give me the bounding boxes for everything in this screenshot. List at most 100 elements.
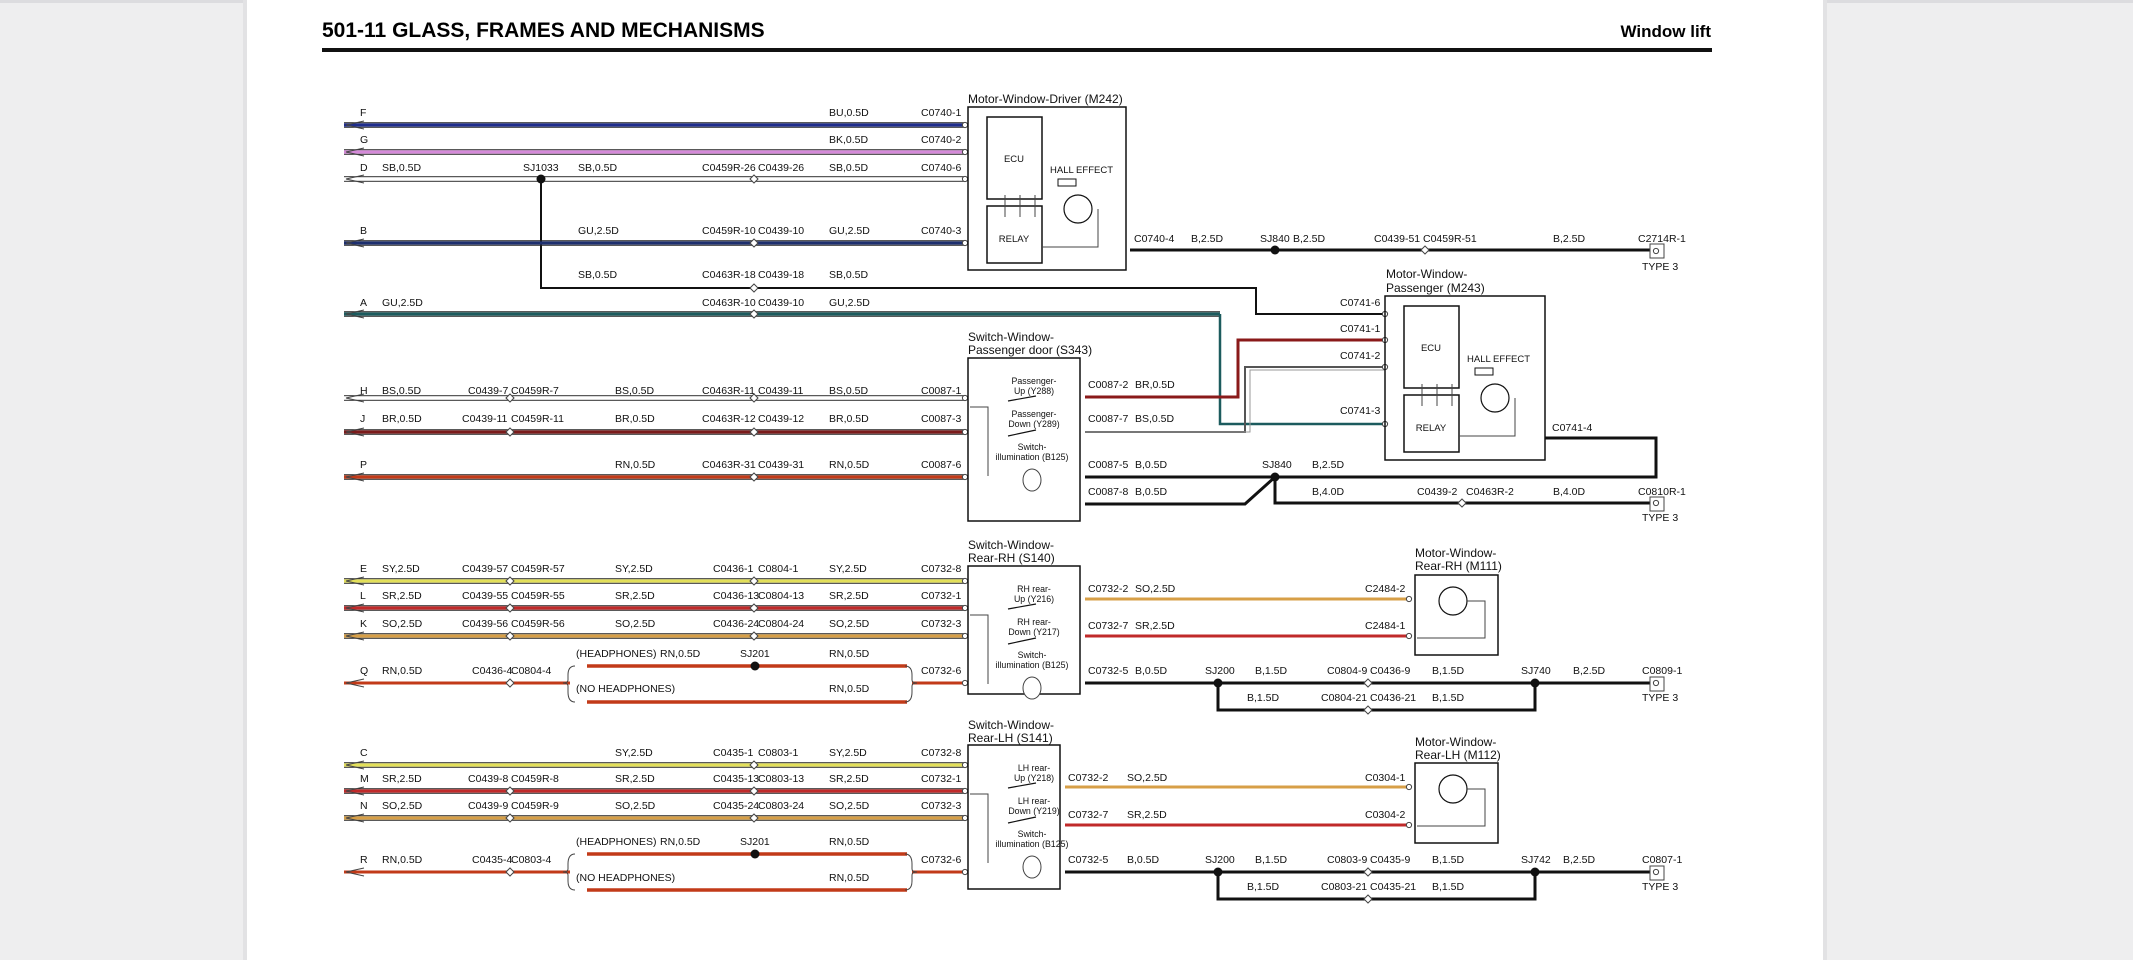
- lamp-symbol: [1022, 855, 1042, 879]
- wire-label: B,4.0D: [1312, 486, 1345, 498]
- harness-arrow: [345, 603, 365, 613]
- wire-label: C0439-2: [1417, 486, 1457, 498]
- wire-label: C0741-4: [1552, 422, 1592, 434]
- wire-letter: H: [360, 385, 368, 397]
- connector-pin: [961, 761, 969, 769]
- inline-connector: [749, 427, 759, 437]
- wire-label: C0741-3: [1340, 405, 1380, 417]
- wire-label: SB,0.5D: [578, 162, 618, 174]
- switch-down-label: Down (Y217): [1008, 627, 1059, 637]
- hall-sensor-symbol: [1474, 367, 1494, 376]
- switch-up-label: LH rear-: [1018, 763, 1050, 773]
- wire-label: B,1.5D: [1247, 692, 1280, 704]
- wire-label: C0740-3: [921, 225, 961, 237]
- wire-label: B,1.5D: [1432, 854, 1465, 866]
- header-rule: [322, 48, 1712, 52]
- wire-label: C0463R-31: [702, 459, 756, 471]
- wire-label: C0435-13: [713, 773, 759, 785]
- wire-label: C0436-9: [1370, 665, 1410, 677]
- wire-label: RN,0.5D: [829, 683, 870, 695]
- connector-pin: [961, 868, 969, 876]
- harness-arrow: [345, 813, 365, 823]
- wire-label: TYPE 3: [1642, 881, 1678, 893]
- relay-label: RELAY: [1416, 423, 1447, 434]
- wire-label: B,2.5D: [1293, 233, 1326, 245]
- connector-pin: [961, 473, 969, 481]
- wire-label: C0439-31: [758, 459, 804, 471]
- wire-label: SB,0.5D: [829, 162, 869, 174]
- component-title: Switch-Window-: [968, 538, 1054, 552]
- wire-label: C0804-9: [1327, 665, 1367, 677]
- section-title: Window lift: [1621, 22, 1712, 41]
- wire-label: SY,2.5D: [615, 747, 653, 759]
- wire-label: C0803-1: [758, 747, 798, 759]
- switch-down-label: Down (Y219): [1008, 806, 1059, 816]
- wire-label: (HEADPHONES): [576, 836, 657, 848]
- wire-label: C2484-2: [1365, 583, 1405, 595]
- wire-label: B,0.5D: [1127, 854, 1160, 866]
- motor-symbol: [1438, 586, 1468, 616]
- wire-label: B,1.5D: [1255, 854, 1288, 866]
- wire-letter: E: [360, 563, 367, 575]
- switch-window-rear-lh: [967, 744, 1061, 890]
- harness-arrow: [345, 786, 365, 796]
- type3-terminal: [1649, 243, 1665, 259]
- wire-label: SJ1033: [523, 162, 559, 174]
- wire-label: B,0.5D: [1135, 665, 1168, 677]
- hall-effect-label: HALL EFFECT: [1467, 354, 1530, 365]
- wire-label: C0436-1: [713, 563, 753, 575]
- wire-s343-down-b: [1085, 369, 1385, 433]
- wire-label: SJ200: [1205, 854, 1235, 866]
- wire-label: GU,2.5D: [578, 225, 619, 237]
- ecu-label: ECU: [1421, 343, 1441, 354]
- wire-label: C0732-6: [921, 665, 961, 677]
- type3-terminal: [1649, 676, 1665, 692]
- wire-label: SR,2.5D: [615, 590, 655, 602]
- wire-label: C0741-6: [1340, 297, 1380, 309]
- inline-connector: [505, 603, 515, 613]
- wire-label: RN,0.5D: [660, 836, 701, 848]
- wire-label: C0439-11: [462, 413, 507, 425]
- wire-label: GU,2.5D: [829, 225, 870, 237]
- wire-label: B,1.5D: [1432, 665, 1465, 677]
- wire-s140-loop: [1216, 683, 1537, 712]
- lamp-symbol: [1022, 468, 1042, 492]
- wire-label: B,4.0D: [1553, 486, 1586, 498]
- wire-label: C0463R-12: [702, 413, 756, 425]
- wire-label: C0803-9: [1327, 854, 1367, 866]
- motor-window-driver-relay: [986, 205, 1043, 264]
- wire-label: SR,2.5D: [382, 773, 422, 785]
- inline-connector: [749, 813, 759, 823]
- wire-label: GU,2.5D: [382, 297, 423, 309]
- wire-label: SO,2.5D: [615, 800, 656, 812]
- wire-label: C0439-8: [468, 773, 508, 785]
- wire-label: B,2.5D: [1191, 233, 1224, 245]
- inline-connector: [1363, 894, 1373, 904]
- inline-connector: [749, 631, 759, 641]
- wire-label: C0439-11: [758, 385, 803, 397]
- wire-label: C0732-1: [921, 773, 961, 785]
- wire-s343-ground2: [1085, 475, 1277, 506]
- wire-label: C0732-2: [1088, 583, 1128, 595]
- wire-label: C0459R-11: [511, 413, 564, 425]
- wire-label: C0439-10: [758, 225, 804, 237]
- connector-pin: [1405, 595, 1413, 603]
- connector-pin: [961, 814, 969, 822]
- switch-contact: [1007, 782, 1037, 789]
- wire-label: B,2.5D: [1553, 233, 1586, 245]
- type3-terminal: [1649, 496, 1665, 512]
- wire-label: C0087-7: [1088, 413, 1128, 425]
- wire-label: C0809-1: [1642, 665, 1682, 677]
- illumination-label: illumination (B125): [996, 452, 1069, 462]
- wire-label: RN,0.5D: [382, 665, 423, 677]
- harness-arrow: [345, 576, 365, 586]
- switch-up-label: Up (Y216): [1014, 594, 1054, 604]
- wire-label: C0436-4: [472, 665, 512, 677]
- wire-label: RN,0.5D: [829, 648, 870, 660]
- wire-label: C0435-9: [1370, 854, 1410, 866]
- wire-label: BR,0.5D: [829, 413, 869, 425]
- connector-pin: [961, 679, 969, 687]
- wire-label: SB,0.5D: [829, 269, 869, 281]
- connector-pin: [961, 787, 969, 795]
- motor-window-rear-rh: [1414, 574, 1499, 656]
